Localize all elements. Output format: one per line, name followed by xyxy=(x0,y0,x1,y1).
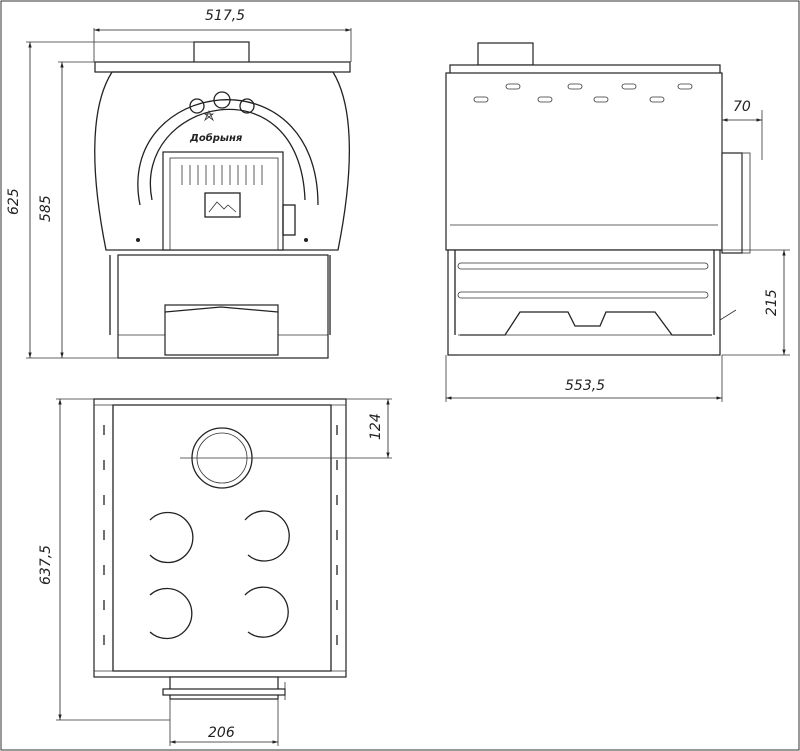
dim-front-height-total: 625 xyxy=(6,188,22,215)
dim-side-flue-offset: 70 xyxy=(733,99,751,115)
dim-side-base-height: 215 xyxy=(764,289,780,316)
side-view: 70 215 553,5 xyxy=(445,42,790,402)
dim-top-depth: 637,5 xyxy=(38,545,54,585)
top-side-slots xyxy=(103,425,338,645)
front-view: Добрыня xyxy=(6,8,352,359)
door-vents xyxy=(181,165,263,185)
burner-rings xyxy=(149,510,290,640)
dim-front-height-body: 585 xyxy=(38,195,54,222)
logo-text: Добрыня xyxy=(189,132,243,144)
top-view: 124 637,5 206 xyxy=(38,398,392,746)
side-vent-slots xyxy=(473,83,693,103)
dim-top-flue-width: 206 xyxy=(208,725,235,741)
dim-top-flue-offset: 124 xyxy=(368,413,384,440)
dim-side-width: 553,5 xyxy=(565,378,605,394)
logo: Добрыня xyxy=(189,110,243,144)
dim-front-width: 517,5 xyxy=(205,8,245,24)
